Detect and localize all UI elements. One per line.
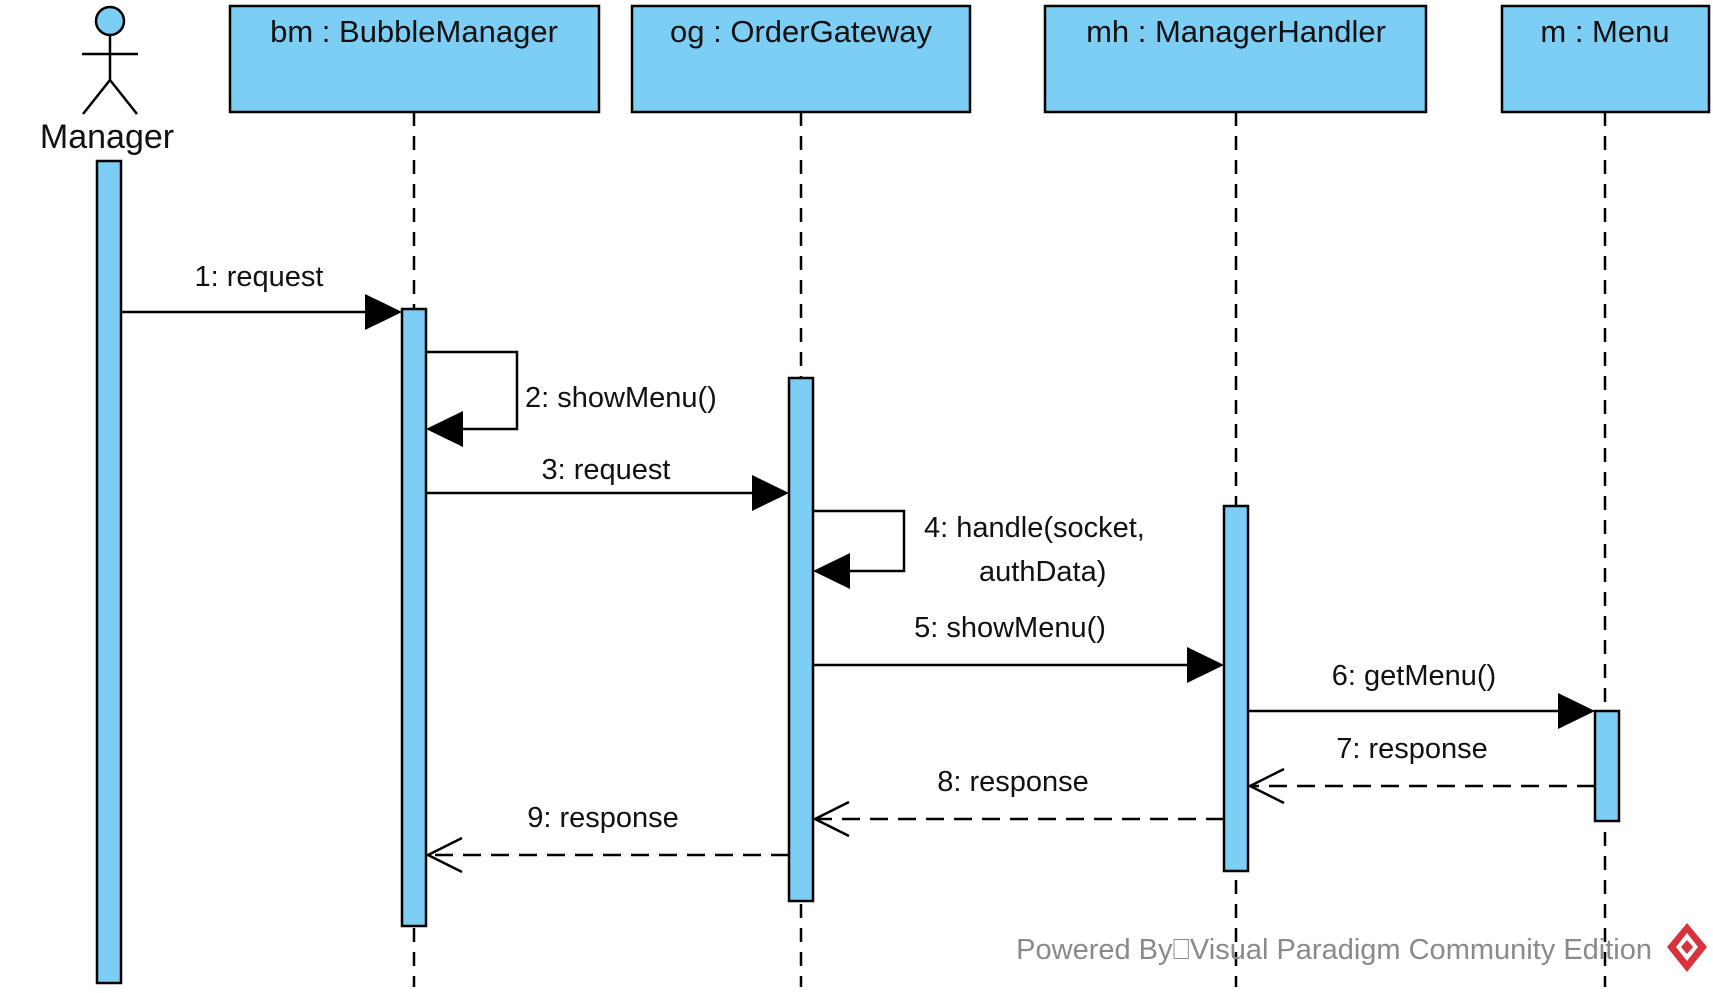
message-label: 1: request	[195, 261, 324, 293]
lifeline-bubble-manager: bm : BubbleManager	[228, 4, 601, 987]
lifeline-label: mh : ManagerHandler	[1086, 14, 1386, 49]
lifeline-order-gateway: og : OrderGateway	[630, 4, 972, 987]
lifeline-manager-handler: mh : ManagerHandler	[1043, 4, 1428, 987]
self-message-line	[426, 350, 519, 431]
message-label: 2: showMenu()	[525, 382, 717, 414]
lifeline-label: og : OrderGateway	[670, 14, 932, 49]
message-8: 8: response	[812, 766, 1224, 838]
lifeline-label: m : Menu	[1540, 14, 1669, 49]
message-label: 3: request	[542, 454, 671, 486]
message-label: 8: response	[937, 766, 1089, 798]
stick-figure-icon	[82, 5, 138, 115]
lifeline-header-box	[1043, 4, 1428, 114]
message-2: 2: showMenu()	[426, 350, 717, 447]
message-6: 6: getMenu()	[1248, 660, 1595, 729]
arrowhead-filled-icon	[813, 553, 850, 589]
message-label: 9: response	[527, 802, 679, 834]
visual-paradigm-logo-icon	[1667, 923, 1707, 972]
lifeline-header-box	[228, 4, 601, 114]
message-label: 6: getMenu()	[1332, 660, 1496, 692]
message-1: 1: request	[121, 261, 402, 330]
arrowhead-open-icon	[425, 836, 463, 874]
lifeline-header-box	[630, 4, 972, 114]
arrowhead-filled-icon	[365, 294, 402, 330]
message-label: 7: response	[1336, 733, 1488, 765]
self-message-line	[813, 509, 906, 573]
activation-bar	[400, 307, 428, 928]
message-label-line2: authData)	[979, 556, 1106, 588]
message-label: 5: showMenu()	[914, 612, 1106, 644]
activation-bar	[1222, 504, 1250, 873]
actor-label: Manager	[40, 118, 174, 156]
arrowhead-filled-icon	[426, 411, 463, 447]
lifeline-label: bm : BubbleManager	[270, 14, 558, 49]
arrowhead-filled-icon	[1558, 693, 1595, 729]
message-7: 7: response	[1247, 733, 1595, 805]
actor-activation-bar	[95, 159, 123, 985]
actor-manager: Manager	[40, 5, 174, 985]
activation-bar	[1593, 709, 1621, 823]
watermark: Powered By⎕Visual Paradigm Community Edi…	[1016, 923, 1707, 972]
arrowhead-open-icon	[1247, 767, 1285, 805]
arrowhead-filled-icon	[752, 475, 789, 511]
message-9: 9: response	[425, 802, 789, 874]
message-5: 5: showMenu()	[813, 612, 1224, 683]
watermark-text: Powered By⎕Visual Paradigm Community Edi…	[1016, 934, 1652, 966]
message-4: 4: handle(socket, authData)	[813, 509, 1145, 589]
activation-bar	[787, 376, 815, 903]
lifeline-header-box	[1500, 4, 1711, 114]
arrowhead-open-icon	[812, 800, 850, 838]
message-label-line1: 4: handle(socket,	[924, 512, 1145, 544]
message-3: 3: request	[426, 454, 789, 511]
arrowhead-filled-icon	[1187, 647, 1224, 683]
lifeline-menu: m : Menu	[1500, 4, 1711, 987]
